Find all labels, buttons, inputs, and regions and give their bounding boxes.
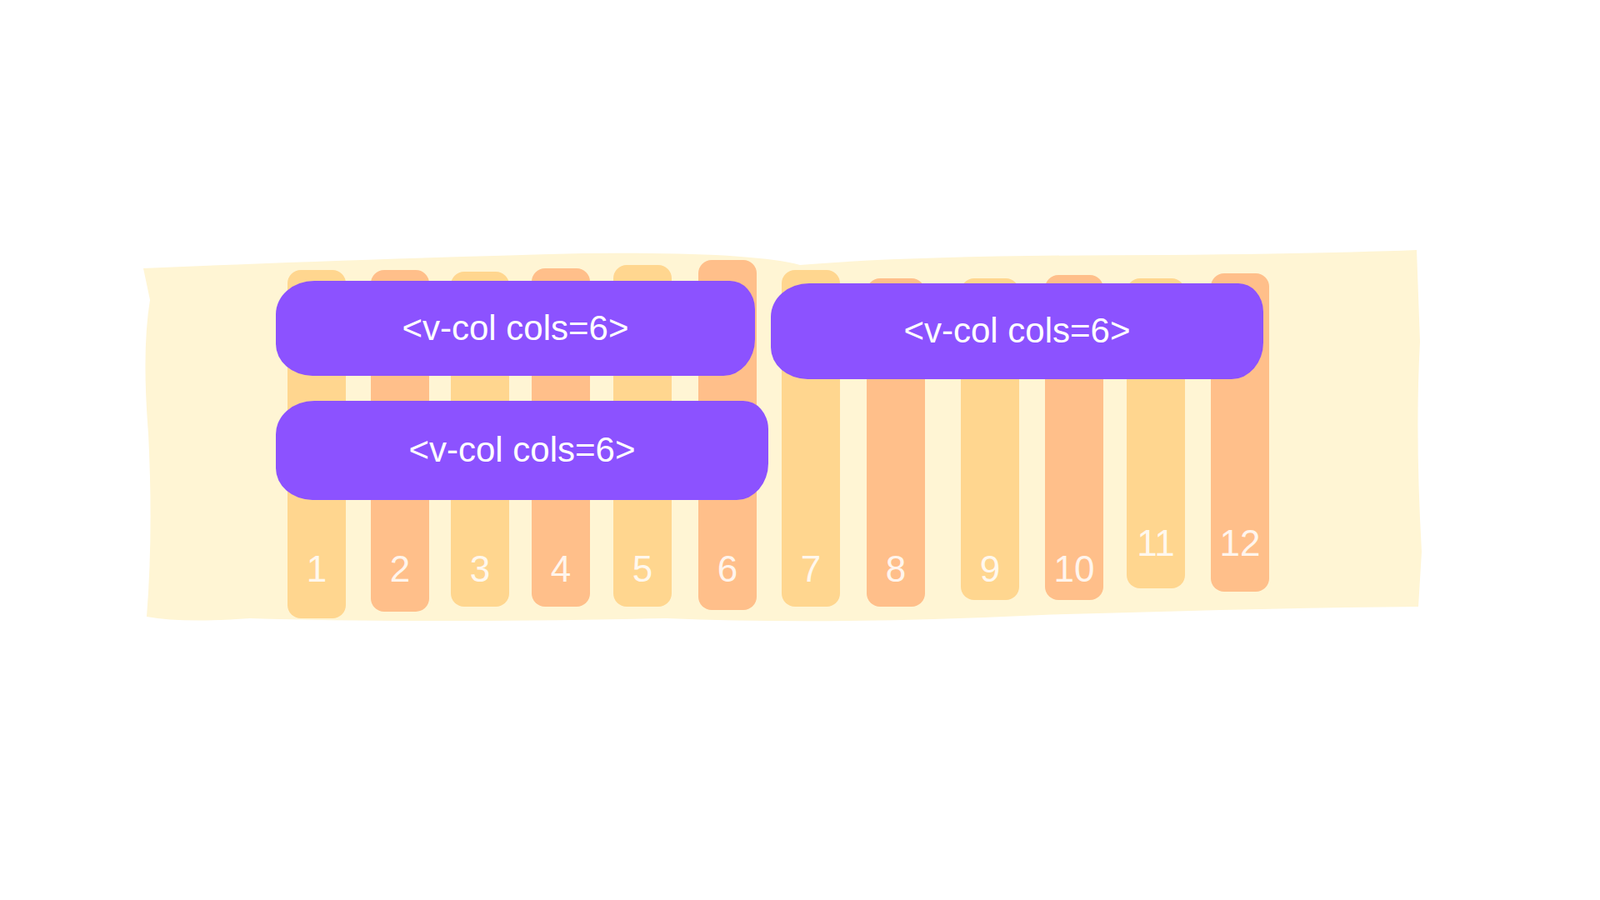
column-number: 11 [1136, 525, 1175, 562]
column-label: <v-col cols=6> [409, 430, 636, 470]
column-box: <v-col cols=6> [275, 280, 755, 376]
column-box: <v-col cols=6> [275, 400, 769, 500]
column-number: 6 [717, 550, 738, 588]
column-number: 3 [470, 550, 490, 588]
grid-band [143, 250, 1422, 621]
column-label: <v-col cols=6> [402, 309, 630, 348]
column-number: 7 [800, 550, 821, 588]
column-number: 4 [550, 550, 571, 588]
column-box: <v-col cols=6> [770, 283, 1264, 380]
column-number: 1 [306, 550, 327, 588]
column-number: 12 [1220, 525, 1261, 562]
column-label: <v-col cols=6> [904, 311, 1131, 350]
column-number: 8 [885, 550, 906, 588]
column-number: 2 [390, 550, 410, 588]
column-number: 9 [980, 550, 1000, 588]
column-number: 10 [1054, 550, 1095, 588]
column-number: 5 [632, 550, 653, 588]
